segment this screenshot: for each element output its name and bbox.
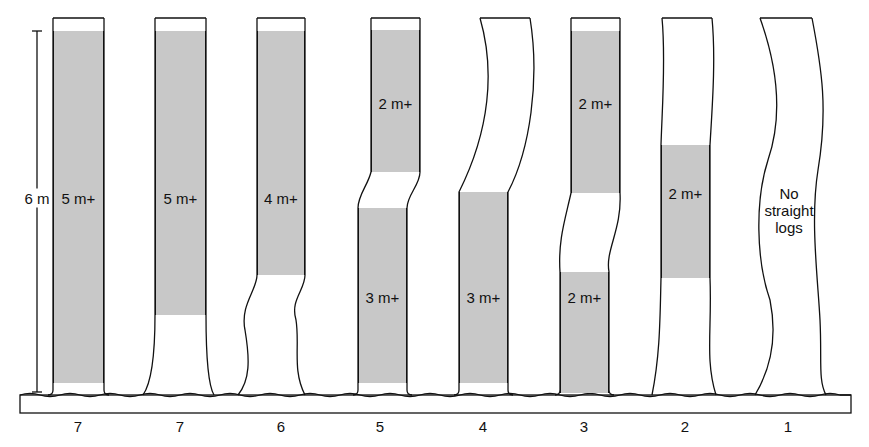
stem-note-text: No straight logs — [762, 185, 816, 236]
straight-log-band: 3 m+ — [358, 208, 407, 383]
log-length-label: 3 m+ — [460, 289, 507, 306]
straight-log-band: 2 m+ — [571, 31, 620, 193]
score-number: 5 — [376, 418, 384, 435]
straight-log-band: 2 m+ — [560, 272, 609, 393]
log-length-label: 4 m+ — [258, 190, 304, 207]
score-number: 3 — [580, 418, 588, 435]
score-number: 1 — [784, 418, 792, 435]
log-length-label: 2 m+ — [662, 185, 709, 202]
straight-log-band: 5 m+ — [53, 31, 104, 383]
straight-log-band: 2 m+ — [371, 30, 420, 172]
log-length-label: 5 m+ — [156, 190, 205, 207]
score-number: 7 — [176, 418, 184, 435]
log-length-label: 2 m+ — [561, 289, 608, 306]
score-number: 2 — [681, 418, 689, 435]
stem-note: No straight logs — [762, 185, 816, 236]
straight-log-band: 2 m+ — [661, 145, 710, 278]
score-number: 6 — [277, 418, 285, 435]
log-length-label: 3 m+ — [359, 289, 406, 306]
straight-log-band: 4 m+ — [257, 31, 305, 275]
log-length-label: 5 m+ — [54, 190, 103, 207]
score-number: 7 — [74, 418, 82, 435]
score-number: 4 — [479, 418, 487, 435]
straight-log-band: 3 m+ — [459, 192, 508, 383]
dimension-label: 6 m — [22, 189, 51, 208]
straight-log-band: 5 m+ — [155, 31, 206, 315]
log-length-label: 2 m+ — [572, 95, 619, 112]
log-length-label: 2 m+ — [372, 95, 419, 112]
